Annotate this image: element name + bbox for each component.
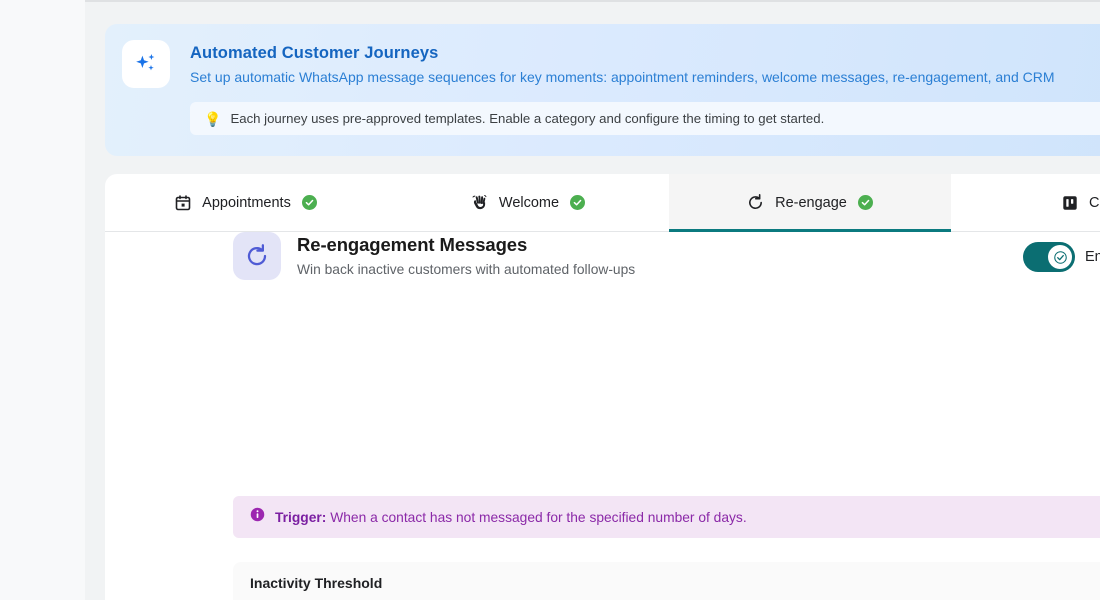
sparkles-icon — [122, 40, 170, 88]
tab-crm[interactable]: CRM — [951, 174, 1100, 231]
banner-title: Automated Customer Journeys — [190, 44, 439, 62]
calendar-icon — [175, 194, 191, 211]
section-header: Re-engagement Messages Win back inactive… — [105, 232, 1100, 310]
enabled-check-icon — [301, 195, 317, 210]
refresh-icon — [747, 194, 764, 211]
banner-tip-text: Each journey uses pre-approved templates… — [230, 111, 825, 126]
banner-subtitle: Set up automatic WhatsApp message sequen… — [190, 69, 1055, 85]
enabled-check-icon — [570, 195, 586, 210]
trigger-label: Trigger: — [275, 509, 327, 525]
trigger-description: When a contact has not messaged for the … — [330, 509, 747, 525]
section-subtitle: Win back inactive customers with automat… — [297, 262, 636, 277]
tab-label: Appointments — [202, 194, 291, 211]
banner-tip: 💡 Each journey uses pre-approved templat… — [190, 102, 1100, 135]
tab-label: Welcome — [498, 194, 560, 211]
tab-label: CRM — [1088, 194, 1100, 211]
journeys-card: Appointments — [105, 174, 1100, 600]
inactivity-threshold-panel: Inactivity Threshold Trigger re-engageme… — [233, 562, 1100, 600]
content-area: Automated Customer Journeys Set up autom… — [85, 0, 1100, 600]
tab-label: Re-engage — [775, 194, 847, 211]
page-title: Re-engagement Messages — [297, 234, 528, 255]
refresh-icon — [233, 232, 281, 280]
tab-appointments[interactable]: Appointments — [105, 174, 387, 231]
tab-welcome[interactable]: Welcome — [387, 174, 669, 231]
tab-re-engage[interactable]: Re-engage — [669, 174, 951, 232]
automated-journeys-banner: Automated Customer Journeys Set up autom… — [105, 24, 1100, 156]
enabled-check-icon — [857, 195, 873, 210]
enabled-toggle[interactable]: Enabled — [1023, 242, 1100, 272]
toggle-label: Enabled — [1085, 249, 1100, 265]
lightbulb-icon: 💡 — [204, 110, 222, 127]
toggle-knob — [1048, 245, 1072, 269]
toggle-switch[interactable] — [1023, 242, 1075, 272]
journey-tabs: Appointments — [105, 174, 1100, 232]
kanban-board-icon — [1062, 195, 1078, 211]
waving-hand-icon — [471, 194, 488, 211]
info-icon — [250, 507, 265, 527]
trigger-banner: Trigger: When a contact has not messaged… — [233, 496, 1100, 538]
panel-title: Inactivity Threshold — [250, 575, 383, 591]
trigger-text: Trigger: When a contact has not messaged… — [275, 510, 747, 525]
